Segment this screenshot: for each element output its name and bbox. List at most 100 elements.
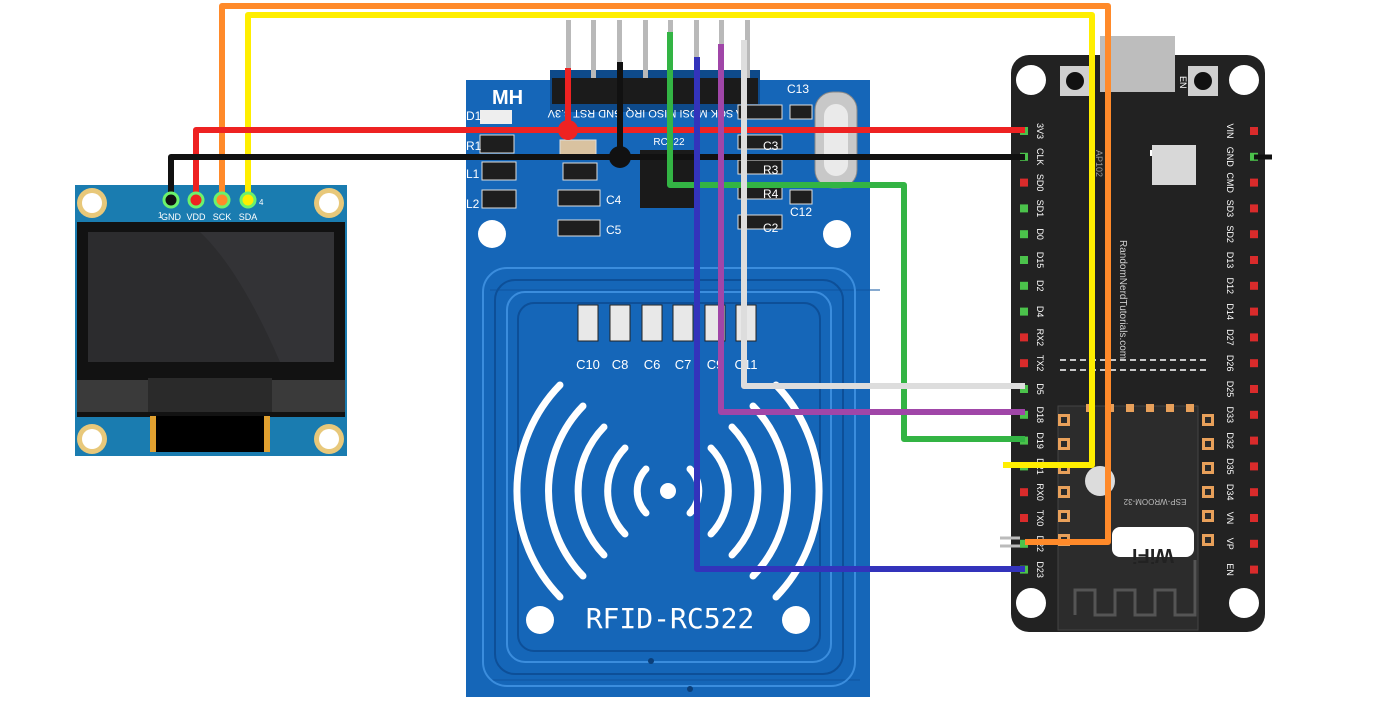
esp32-pin-vin xyxy=(1250,127,1258,135)
esp32-pin-tx0 xyxy=(1020,514,1028,522)
oled-pin-sck xyxy=(213,191,231,209)
esp32-pin-label: D32 xyxy=(1225,432,1235,449)
esp32-pin-label: D2 xyxy=(1035,280,1045,292)
rfid-header-pins xyxy=(550,20,760,112)
oled-pin-sda xyxy=(239,191,257,209)
esp32-pin-label: D26 xyxy=(1225,355,1235,372)
esp32-pin-label: D14 xyxy=(1225,303,1235,320)
esp32-mount-hole xyxy=(1016,588,1046,618)
wire-white-sda xyxy=(741,40,1025,389)
esp32-pin-label: TX2 xyxy=(1035,355,1045,372)
esp32-pin-label: CMD xyxy=(1225,172,1235,193)
esp32-pin-label: SD1 xyxy=(1035,200,1045,218)
wroom-label: ESP-WROOM-32 xyxy=(1123,497,1186,506)
oled-pin-header: GND VDD SCK SDA xyxy=(161,191,258,222)
rfid-label-c13: C13 xyxy=(787,82,809,96)
module-pad xyxy=(1146,404,1154,412)
esp32-board: EN AP102 RandomNerdTutorials.com WiFi ES… xyxy=(1011,36,1265,632)
esp32-pin-label: 3V3 xyxy=(1035,123,1045,139)
esp32-pin-label: D27 xyxy=(1225,329,1235,346)
rfid-title: RFID-RC522 xyxy=(586,602,755,635)
esp32-pin-en xyxy=(1250,565,1258,574)
rfid-cap-label: C6 xyxy=(644,357,661,372)
rfid-brand-label: MH xyxy=(492,87,523,109)
esp32-pin-d4 xyxy=(1020,307,1028,316)
esp32-pin-sd2 xyxy=(1250,230,1258,239)
esp32-pin-label: SD0 xyxy=(1035,174,1045,192)
esp32-pin-label: VP xyxy=(1225,538,1235,550)
esp32-pin-label: D15 xyxy=(1035,252,1045,269)
regulator-label: AP102 xyxy=(1094,150,1104,177)
esp32-pin-label: RX2 xyxy=(1035,329,1045,347)
esp32-pin-d12 xyxy=(1250,281,1258,290)
esp32-pin-d32 xyxy=(1250,436,1258,445)
oled-pin4-marker: 4 xyxy=(259,198,264,207)
wire-orange-sck xyxy=(219,3,1111,545)
wire-yellow-sda xyxy=(245,12,1095,468)
usb-connector xyxy=(1100,36,1175,92)
rfid-label-c5: C5 xyxy=(606,223,622,237)
esp32-pin-d34 xyxy=(1250,488,1258,497)
esp32-pin-label: TX0 xyxy=(1035,510,1045,527)
esp32-pin-label: EN xyxy=(1225,563,1235,576)
esp32-pin-d35 xyxy=(1250,462,1258,471)
esp32-pin-vn xyxy=(1250,514,1258,522)
module-pad xyxy=(1186,404,1194,412)
esp32-pin-label: D12 xyxy=(1225,278,1235,295)
esp32-pin-label: CLK xyxy=(1035,148,1045,166)
wire-purple-sck xyxy=(718,44,1025,415)
rfid-label-c3: C3 xyxy=(763,139,779,153)
oled-pin-vdd xyxy=(187,191,205,209)
wroom-module xyxy=(1057,405,1199,631)
oled-pin1-marker: 1 xyxy=(158,211,163,220)
wifi-logo xyxy=(1112,527,1194,557)
esp32-pin-label: D33 xyxy=(1225,407,1235,424)
esp32-pin-d33 xyxy=(1250,410,1258,419)
junction-black xyxy=(609,146,631,168)
rfid-header-labels: SDA SCK MOSI MISO IRQ GND RST 3.3V xyxy=(547,107,758,119)
esp32-pin-label: D13 xyxy=(1225,252,1235,269)
esp32-pin-d15 xyxy=(1020,256,1028,264)
esp32-pin-rx0 xyxy=(1020,488,1028,497)
rfid-label-l1: L1 xyxy=(466,167,480,181)
esp32-mount-hole xyxy=(1229,65,1259,95)
esp32-pin-label: VIN xyxy=(1225,123,1235,138)
pcb-antenna xyxy=(1073,560,1197,617)
oled-pin-label: VDD xyxy=(186,212,206,222)
esp32-pin-d13 xyxy=(1250,256,1258,264)
rfid-mount-hole xyxy=(526,606,554,634)
oled-pin-label: SDA xyxy=(239,212,258,222)
wire-black-gnd xyxy=(168,154,1025,197)
esp32-pin-label: D19 xyxy=(1035,432,1045,449)
rfid-antenna-trace xyxy=(482,267,856,687)
module-pad xyxy=(1126,404,1134,412)
esp32-right-pin-header: VINGNDCMDSD3SD2D13D12D14D27D26D25D33D32D… xyxy=(1225,123,1258,576)
esp32-site-text: RandomNerdTutorials.com xyxy=(1117,240,1128,359)
esp32-pin-rx2 xyxy=(1020,333,1028,342)
esp32-pin-label: D5 xyxy=(1035,383,1045,395)
esp32-pin-label: D0 xyxy=(1035,228,1045,240)
esp32-pin-d22 xyxy=(1020,539,1028,548)
rfid-mount-hole xyxy=(782,606,810,634)
esp32-pin-label: SD3 xyxy=(1225,200,1235,218)
rfid-label-l2: L2 xyxy=(466,197,480,211)
esp32-pin-label: D23 xyxy=(1035,561,1045,578)
esp32-pin-sd0 xyxy=(1020,178,1028,187)
esp32-pin-label: D18 xyxy=(1035,407,1045,424)
esp32-pin-tx2 xyxy=(1020,359,1028,368)
esp32-pin-label: VN xyxy=(1225,512,1235,525)
rfid-label-c12: C12 xyxy=(790,205,812,219)
esp32-pin-sd3 xyxy=(1250,204,1258,213)
esp32-pin-d14 xyxy=(1250,307,1258,316)
rfid-cap-label: C10 xyxy=(576,357,600,372)
esp32-pin-d0 xyxy=(1020,230,1028,239)
wifi-logo-text: WiFi xyxy=(1132,544,1174,566)
voltage-regulator xyxy=(1152,145,1196,185)
esp32-pin-label: D35 xyxy=(1225,458,1235,475)
rfid-label-c2: C2 xyxy=(763,221,779,235)
esp32-mount-hole xyxy=(1229,588,1259,618)
rfid-label-c4: C4 xyxy=(606,193,622,207)
wire-blue-mosi xyxy=(694,57,1025,572)
